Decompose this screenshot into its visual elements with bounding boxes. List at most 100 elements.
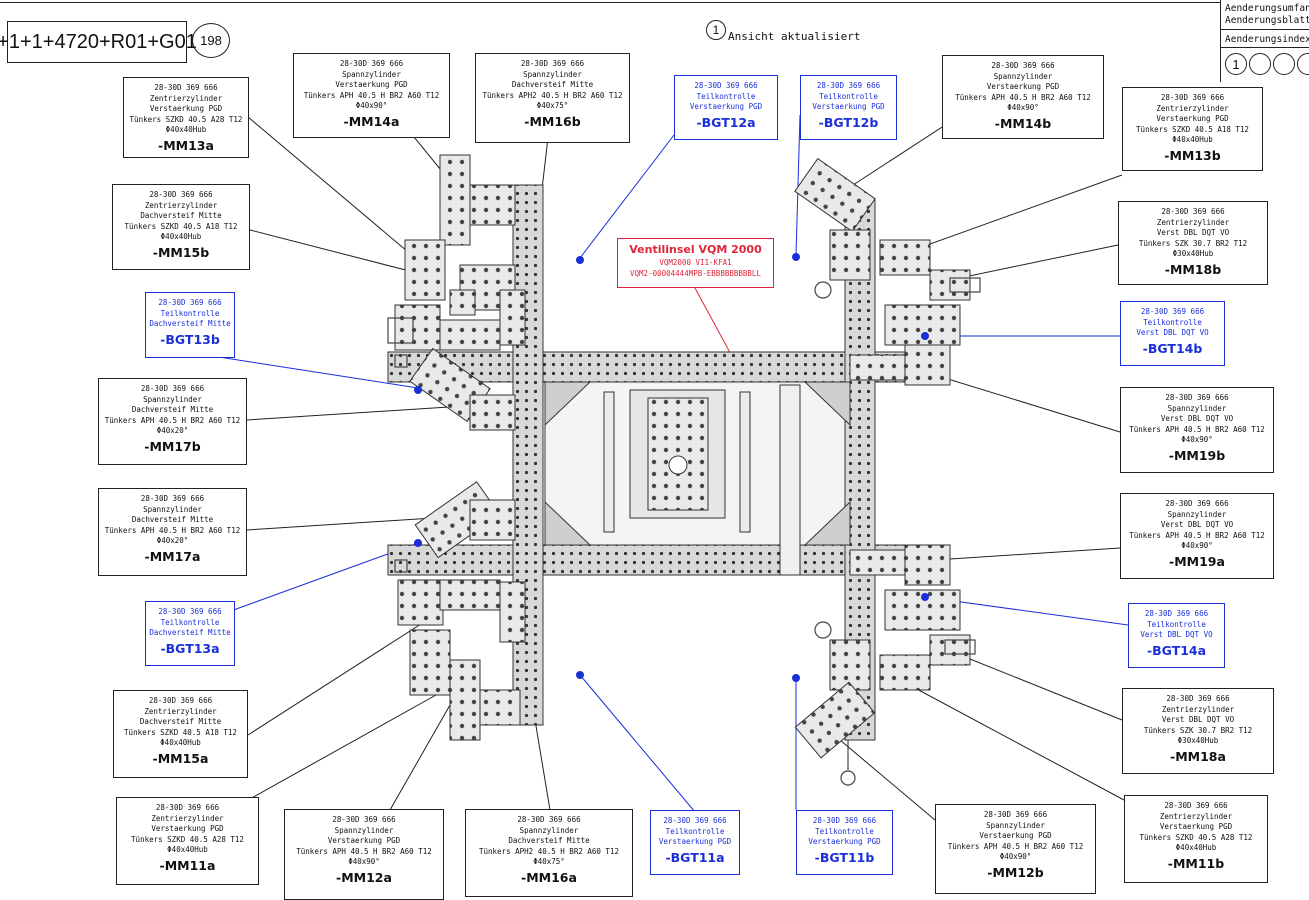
label-line: Zentrierzylinder bbox=[144, 200, 218, 210]
label-line: Verst DBL DQT VO bbox=[1156, 228, 1230, 237]
label-MM14b: 28-30D 369 666 Spannzylinder Verstaerkun… bbox=[942, 55, 1104, 139]
label-line: Teilkontrolle bbox=[696, 91, 756, 101]
label-line: 28-30D 369 666 bbox=[140, 384, 205, 393]
label-line: 28-30D 369 666 bbox=[520, 59, 585, 68]
label-line: Zentrierzylinder bbox=[1156, 217, 1230, 227]
label-line: 28-30D 369 666 bbox=[816, 81, 881, 90]
revision-mark-circle: 1 bbox=[706, 20, 726, 40]
label-line: Verstaerkung PGD bbox=[1159, 822, 1233, 831]
label-line: Tünkers APH 40.5 H BR2 A60 T12 bbox=[303, 90, 440, 100]
label-line: Tünkers APH2 40.5 H BR2 A60 T12 bbox=[479, 846, 619, 856]
label-MM17a: 28-30D 369 666 Spannzylinder Dachverstei… bbox=[98, 488, 247, 576]
label-MM18b: 28-30D 369 666 Zentrierzylinder Verst DB… bbox=[1118, 201, 1268, 285]
label-MM15b: 28-30D 369 666 Zentrierzylinder Dachvers… bbox=[112, 184, 250, 270]
label-line: 28-30D 369 666 bbox=[1144, 609, 1209, 618]
valve-island-line: VQM2-00004444MPB-EBBBBBBBBBLL bbox=[630, 268, 761, 278]
label-line: Verstaerkung PGD bbox=[986, 82, 1060, 91]
label-line: Dachversteif Mitte bbox=[139, 717, 222, 726]
label-line: Tünkers APH2 40.5 H BR2 A60 T12 bbox=[482, 90, 623, 100]
label-line: 28-30D 369 666 bbox=[517, 815, 581, 824]
label-tag: -BGT11b bbox=[814, 849, 875, 865]
label-line: Teilkontrolle bbox=[819, 91, 878, 101]
label-line: Verstaerkung PGD bbox=[658, 837, 732, 846]
label-MM17b: 28-30D 369 666 Spannzylinder Dachverstei… bbox=[98, 378, 247, 465]
label-BGT11a: 28-30D 369 666 Teilkontrolle Verstaerkun… bbox=[650, 810, 740, 875]
label-line: Φ30x40Hub bbox=[1177, 736, 1219, 745]
label-line: 28-30D 369 666 bbox=[154, 83, 218, 92]
label-line: 28-30D 369 666 bbox=[1165, 393, 1229, 402]
label-line: 28-30D 369 666 bbox=[991, 61, 1055, 70]
label-line: 28-30D 369 666 bbox=[332, 815, 396, 824]
label-line: Tünkers APH 40.5 H BR2 A60 T12 bbox=[296, 846, 432, 856]
label-tag: -BGT13a bbox=[160, 640, 220, 656]
label-line: Φ40x90° bbox=[1181, 435, 1213, 444]
label-tag: -MM16a bbox=[521, 869, 577, 885]
label-MM15a: 28-30D 369 666 Zentrierzylinder Dachvers… bbox=[113, 690, 248, 778]
label-MM19a: 28-30D 369 666 Spannzylinder Verst DBL D… bbox=[1120, 493, 1274, 579]
label-line: Spannzylinder bbox=[1167, 403, 1227, 413]
label-line: Verstaerkung PGD bbox=[812, 102, 885, 111]
label-line: Tünkers APH 40.5 H BR2 A60 T12 bbox=[1129, 530, 1265, 540]
revision-note: Ansicht aktualisiert bbox=[728, 30, 861, 43]
label-line: Φ40x75° bbox=[533, 857, 565, 866]
sheet-number-circle: 198 bbox=[192, 23, 230, 58]
label-line: Verstaerkung PGD bbox=[979, 831, 1052, 840]
label-line: Dachversteif Mitte bbox=[131, 405, 214, 414]
label-line: Verstaerkung PGD bbox=[149, 104, 223, 113]
label-MM11b: 28-30D 369 666 Zentrierzylinder Verstaer… bbox=[1124, 795, 1268, 883]
label-line: Dachversteif Mitte bbox=[149, 628, 231, 637]
label-tag: -BGT12b bbox=[818, 114, 879, 130]
label-line: Teilkontrolle bbox=[815, 826, 874, 836]
label-line: Verst DBL DQT VO bbox=[1160, 414, 1234, 423]
label-line: 28-30D 369 666 bbox=[148, 696, 213, 705]
label-line: Teilkontrolle bbox=[1143, 317, 1202, 327]
label-line: Zentrierzylinder bbox=[151, 813, 224, 823]
clamp-assemblies bbox=[394, 154, 971, 759]
label-line: 28-30D 369 666 bbox=[1166, 694, 1230, 703]
label-line: Φ40x90° bbox=[348, 857, 380, 866]
label-line: Tünkers SZKD 40.5 A28 T12 bbox=[129, 114, 243, 124]
label-line: Dachversteif Mitte bbox=[131, 515, 214, 524]
label-line: Teilkontrolle bbox=[160, 308, 220, 318]
label-tag: -MM17b bbox=[144, 438, 201, 454]
revision-index-circle: 1 bbox=[1225, 53, 1247, 75]
label-tag: -BGT13b bbox=[160, 331, 220, 347]
label-line: Φ40x40Hub bbox=[1175, 843, 1217, 852]
label-tag: -MM15a bbox=[152, 750, 209, 766]
label-line: Spannzylinder bbox=[143, 504, 202, 514]
label-line: Verstaerkung PGD bbox=[808, 837, 881, 846]
label-line: Spannzylinder bbox=[334, 825, 394, 835]
label-line: Zentrierzylinder bbox=[1161, 704, 1235, 714]
label-tag: -MM16b bbox=[524, 113, 581, 129]
label-line: 28-30D 369 666 bbox=[983, 810, 1048, 819]
label-line: 28-30D 369 666 bbox=[1160, 93, 1225, 102]
label-tag: -BGT14a bbox=[1146, 642, 1207, 658]
sensor-markers bbox=[414, 253, 929, 682]
label-line: Zentrierzylinder bbox=[1156, 103, 1229, 113]
title-block: Aenderungsumfan Aenderungsblatt Aenderun… bbox=[1220, 0, 1309, 82]
label-line: 28-30D 369 666 bbox=[1161, 207, 1225, 216]
label-line: Φ40x75° bbox=[536, 101, 569, 110]
label-line: Verst DBL DQT VO bbox=[1161, 715, 1235, 724]
label-tag: -MM19b bbox=[1168, 447, 1226, 463]
label-line: Tünkers SZKD 40.5 A18 T12 bbox=[124, 727, 237, 737]
label-tag: -MM11a bbox=[159, 857, 216, 873]
label-tag: -MM12a bbox=[336, 869, 392, 885]
label-line: Φ40x40Hub bbox=[160, 232, 202, 241]
label-line: 28-30D 369 666 bbox=[158, 298, 222, 307]
drawing-id-box: +1+1+4720+R01+G01 bbox=[0, 21, 197, 63]
label-tag: -BGT12a bbox=[696, 114, 756, 130]
label-line: Φ40x40Hub bbox=[165, 125, 207, 134]
label-line: Verstaerkung PGD bbox=[689, 102, 763, 111]
label-tag: -MM19a bbox=[1169, 553, 1225, 569]
label-line: Spannzylinder bbox=[523, 69, 582, 79]
label-line: Teilkontrolle bbox=[665, 826, 725, 836]
label-BGT12a: 28-30D 369 666 Teilkontrolle Verstaerkun… bbox=[674, 75, 778, 140]
title-block-divider bbox=[1221, 47, 1309, 48]
label-line: Tünkers APH 40.5 H BR2 A60 T12 bbox=[104, 415, 241, 425]
label-line: 28-30D 369 666 bbox=[155, 803, 220, 812]
label-line: Φ40x90° bbox=[1007, 103, 1039, 112]
label-line: Tünkers SZK 30.7 BR2 T12 bbox=[1143, 725, 1253, 735]
label-line: Spannzylinder bbox=[342, 69, 401, 79]
